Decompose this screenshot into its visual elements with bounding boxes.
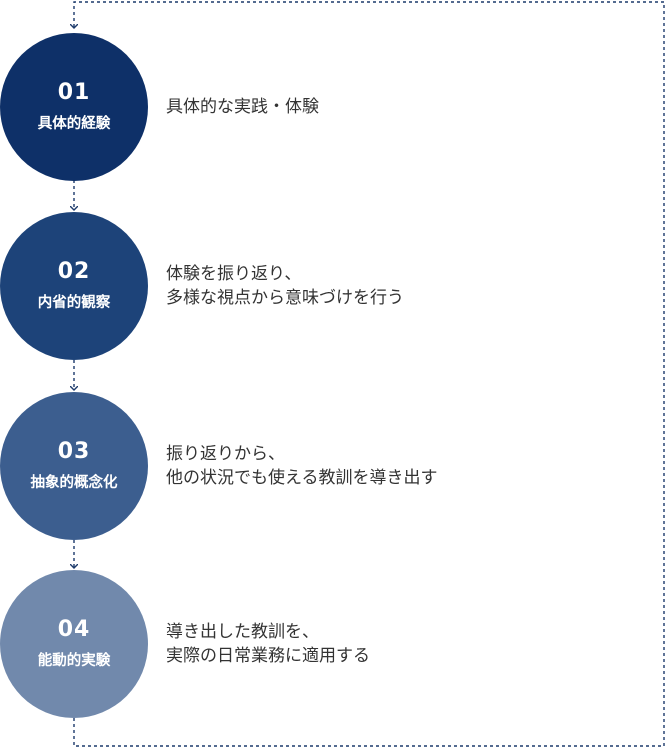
step-label-01: 具体的経験 bbox=[37, 116, 111, 132]
step-description-line: 多様な視点から意味づけを行う bbox=[166, 288, 404, 308]
step-description-03: 振り返りから、 他の状況でも使える教訓を導き出す bbox=[166, 392, 438, 540]
step-description-line: 体験を振り返り、 bbox=[166, 264, 302, 284]
step-description-02: 体験を振り返り、 多様な視点から意味づけを行う bbox=[166, 212, 404, 360]
step-description-line: 実際の日常業務に適用する bbox=[166, 646, 370, 666]
step-description-line: 導き出した教訓を、 bbox=[166, 622, 319, 642]
step-circle-03: 03 抽象的概念化 bbox=[0, 392, 148, 540]
step-number-03: 03 bbox=[57, 439, 91, 464]
step-label-02: 内省的観察 bbox=[37, 295, 111, 311]
step-02: 02 内省的観察 体験を振り返り、 多様な視点から意味づけを行う bbox=[0, 212, 667, 360]
step-01: 01 具体的経験 具体的な実践・体験 bbox=[0, 33, 667, 181]
step-label-03: 抽象的概念化 bbox=[30, 475, 118, 491]
step-circle-02: 02 内省的観察 bbox=[0, 212, 148, 360]
step-number-01: 01 bbox=[57, 80, 91, 105]
step-description-01: 具体的な実践・体験 bbox=[166, 33, 319, 181]
step-description-line: 他の状況でも使える教訓を導き出す bbox=[166, 468, 438, 488]
step-number-04: 04 bbox=[57, 617, 91, 642]
step-03: 03 抽象的概念化 振り返りから、 他の状況でも使える教訓を導き出す bbox=[0, 392, 667, 540]
step-number-02: 02 bbox=[57, 259, 91, 284]
cycle-return-loop bbox=[74, 1, 665, 747]
step-04: 04 能動的実験 導き出した教訓を、 実際の日常業務に適用する bbox=[0, 570, 667, 718]
step-description-line: 具体的な実践・体験 bbox=[166, 97, 319, 117]
step-label-04: 能動的実験 bbox=[37, 653, 111, 669]
step-circle-01: 01 具体的経験 bbox=[0, 33, 148, 181]
step-description-line: 振り返りから、 bbox=[166, 444, 285, 464]
step-description-04: 導き出した教訓を、 実際の日常業務に適用する bbox=[166, 570, 370, 718]
step-circle-04: 04 能動的実験 bbox=[0, 570, 148, 718]
